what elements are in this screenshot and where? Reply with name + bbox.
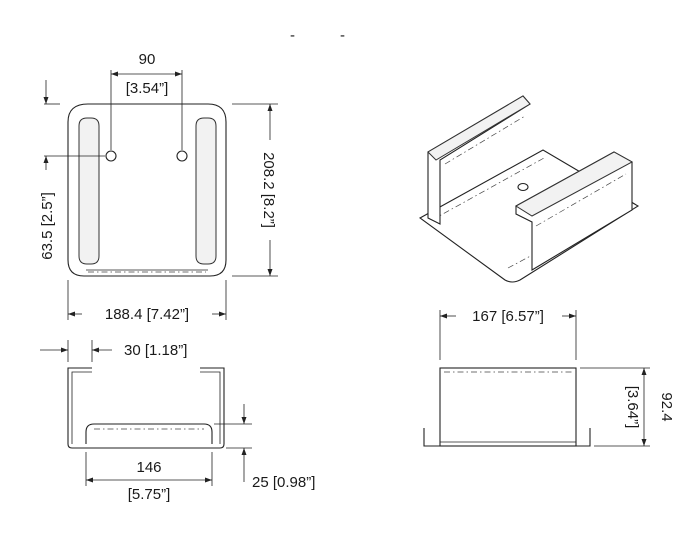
iso-mounting-hole <box>517 182 529 192</box>
iso-left-wall-top <box>427 95 531 161</box>
arrow <box>175 71 182 77</box>
arrow <box>241 448 247 455</box>
iso-right-wall-hidden <box>535 173 627 227</box>
hole-spacing-value: 90 <box>139 51 156 68</box>
header-mark-right: - <box>340 27 345 44</box>
mounting-hole-left <box>105 150 117 162</box>
arrow <box>43 156 49 163</box>
flange-width-label: 30 [1.18”] <box>124 342 187 359</box>
front-view: 167 [6.57”] 92.4 [3.64”] <box>423 308 675 447</box>
front-width-label: 167 [6.57”] <box>472 308 544 325</box>
arrow <box>111 71 118 77</box>
arrow <box>241 417 247 424</box>
lip-height-label: 25 [0.98”] <box>252 474 315 491</box>
front-view-foot-left <box>423 428 440 447</box>
arrow <box>219 311 226 317</box>
mounting-hole-right <box>176 150 188 162</box>
arrow <box>569 313 576 319</box>
iso-left-wall-hidden <box>444 115 526 165</box>
isometric-view <box>418 95 640 283</box>
inner-width-inch: [5.75”] <box>128 486 171 503</box>
arrow <box>267 104 273 111</box>
width-label: 188.4 [7.42”] <box>105 306 189 323</box>
front-height-value: 92.4 <box>658 392 675 421</box>
top-view: 90 [3.54”] 63.5 [2.5”] 208.2 [8.2”] 188.… <box>39 51 278 323</box>
arrow <box>440 313 447 319</box>
arrow <box>641 439 647 446</box>
arrow <box>43 97 49 104</box>
arrow <box>205 477 212 483</box>
arrow <box>641 368 647 375</box>
hole-spacing-inch: [3.54”] <box>126 80 169 97</box>
right-slot <box>195 117 217 265</box>
side-view: 30 [1.18”] 25 [0.98”] 146 [5.75”] <box>40 340 315 503</box>
height-label: 208.2 [8.2”] <box>260 152 277 228</box>
front-height-inch: [3.64”] <box>624 386 641 429</box>
arrow <box>267 269 273 276</box>
side-view-lip <box>85 423 213 444</box>
top-view-outline <box>67 103 227 277</box>
left-slot <box>78 117 100 265</box>
arrow <box>92 347 99 353</box>
hole-offset-label: 63.5 [2.5”] <box>39 192 56 260</box>
inner-width-value: 146 <box>136 459 161 476</box>
iso-right-wall-top <box>515 151 634 217</box>
arrow <box>61 347 68 353</box>
arrow <box>68 311 75 317</box>
front-view-body <box>439 367 577 447</box>
arrow <box>86 477 93 483</box>
front-view-foot-right <box>576 428 591 447</box>
side-view-inner <box>71 371 221 444</box>
side-view-body <box>67 367 225 449</box>
header-mark-left: - <box>290 27 295 44</box>
iso-base-hidden <box>431 157 545 221</box>
